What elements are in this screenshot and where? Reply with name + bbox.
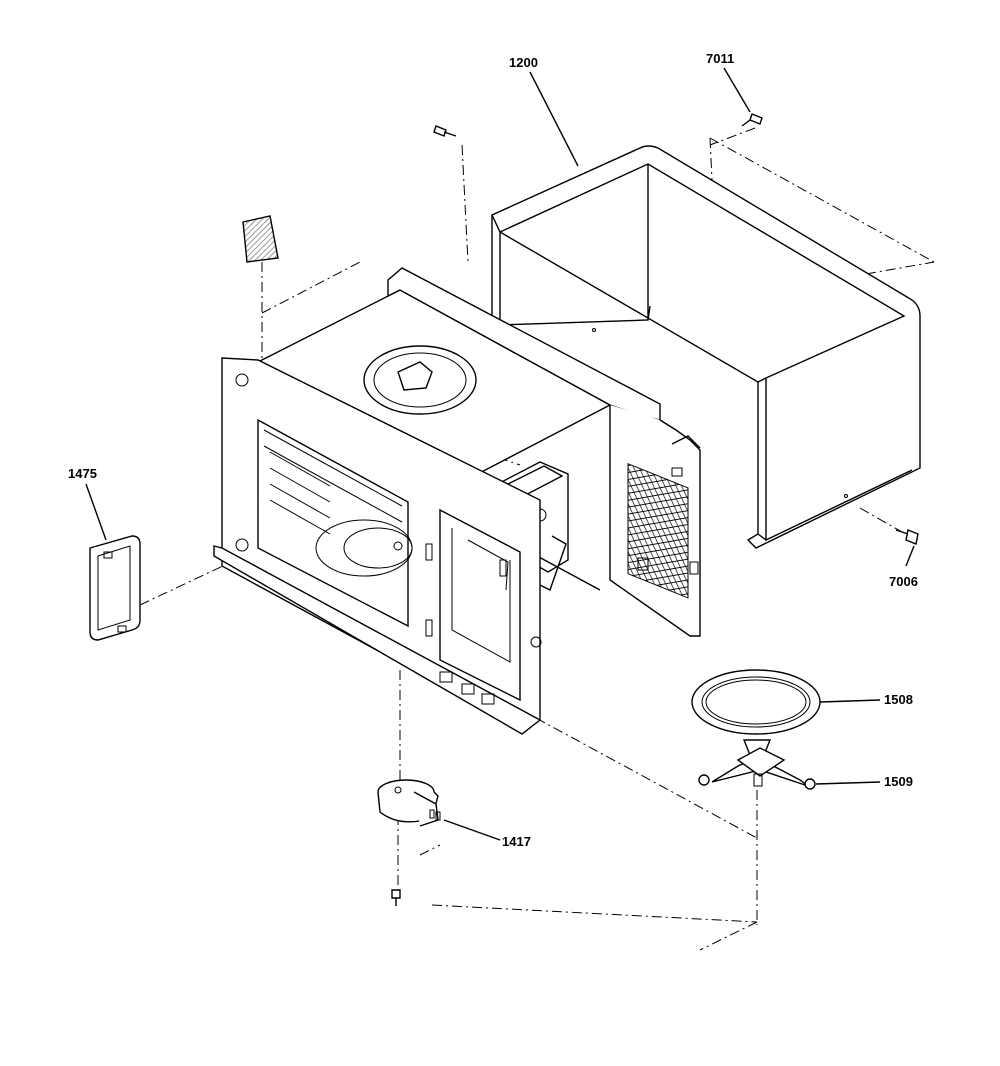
part-label-1417: 1417 — [502, 834, 531, 849]
glass-tray-drawing — [691, 669, 821, 735]
part-label-1200: 1200 — [509, 55, 538, 70]
part-label-1508: 1508 — [884, 692, 913, 707]
part-label-7011: 7011 — [706, 51, 734, 66]
screw-icon — [741, 113, 763, 127]
part-label-1475: 1475 — [68, 466, 97, 481]
waveguide-cover-drawing — [89, 535, 141, 641]
turntable-motor-drawing — [377, 779, 441, 827]
insulation-pad — [242, 215, 279, 263]
outer-case-drawing — [491, 145, 921, 549]
screw-icon — [433, 125, 457, 137]
part-label-7006: 7006 — [889, 574, 918, 589]
part-label-1509: 1509 — [884, 774, 913, 789]
roller-support-drawing — [698, 739, 816, 790]
screw-icon — [895, 529, 919, 545]
construction-lines — [139, 127, 935, 951]
oven-cavity-drawing — [213, 267, 701, 735]
screw-icon — [391, 889, 401, 906]
part-labels: 1200 7011 7006 1475 1508 1509 1417 — [68, 51, 918, 849]
leader-lines — [85, 67, 915, 841]
